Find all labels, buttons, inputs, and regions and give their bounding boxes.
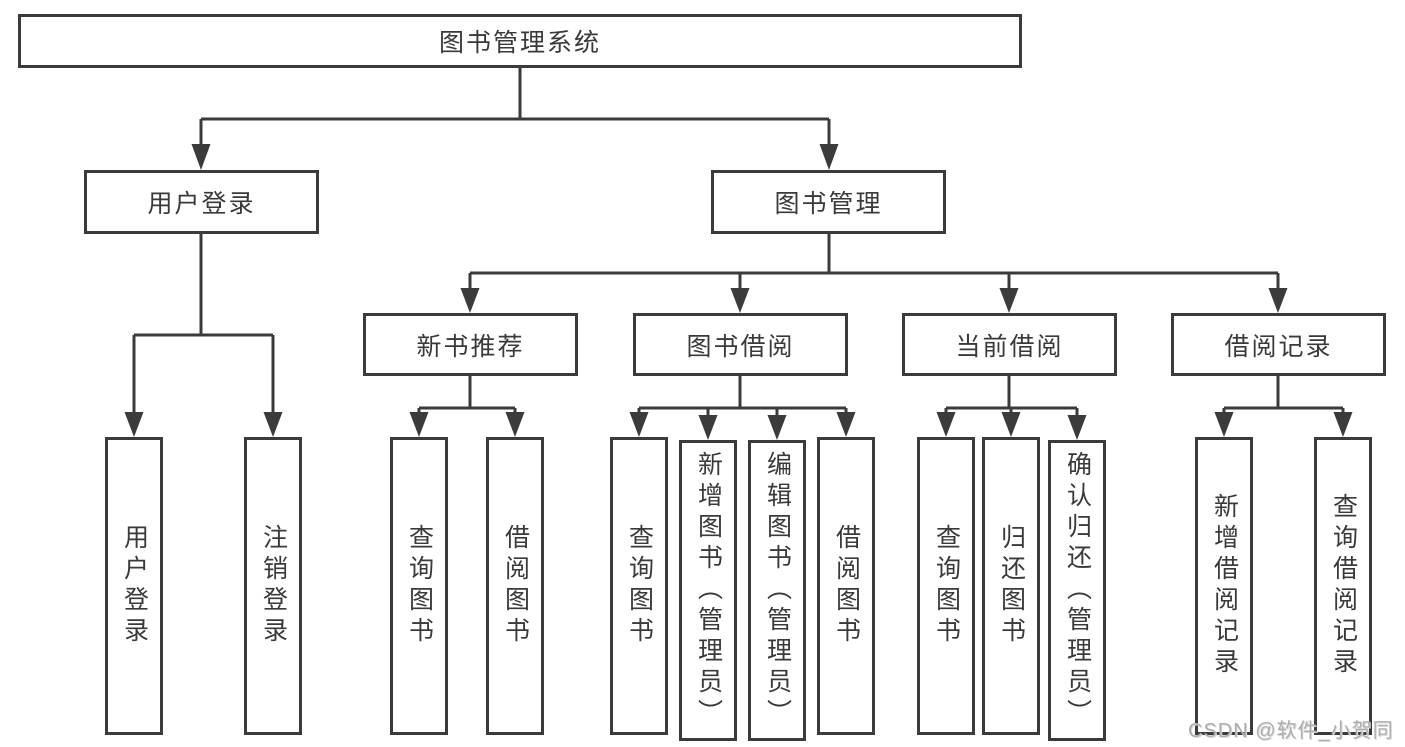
connector-borrow-record-children (1214, 376, 1353, 437)
connector-root-to-level2 (191, 68, 839, 170)
node-borrow-record: 借阅记录 (1171, 313, 1386, 376)
leaf-add-borrow-record: 新增借阅记录 (1195, 437, 1253, 735)
node-book-borrow: 图书借阅 (633, 313, 848, 376)
connector-new-book-rec-children (409, 376, 525, 437)
node-new-book-rec: 新书推荐 (363, 313, 578, 376)
leaf-query-borrow-record: 查询借阅记录 (1314, 437, 1372, 735)
leaf-borrow-book-1: 借阅图书 (486, 437, 544, 735)
connector-book-mgmt-children (460, 234, 1288, 313)
connector-book-borrow-children (629, 376, 856, 440)
connector-current-borrow-children (936, 376, 1087, 440)
leaf-confirm-return: 确认归还（管理员） (1048, 440, 1106, 741)
connector-user-login-children (124, 234, 283, 437)
leaf-query-book-1: 查询图书 (390, 437, 448, 735)
node-user-login: 用户登录 (84, 170, 319, 234)
node-book-mgmt: 图书管理 (711, 170, 946, 234)
leaf-query-book-3: 查询图书 (917, 437, 975, 735)
leaf-user-login: 用户登录 (105, 437, 163, 735)
node-root: 图书管理系统 (18, 14, 1022, 68)
leaf-return-book: 归还图书 (982, 437, 1040, 735)
leaf-edit-book: 编辑图书（管理员） (748, 440, 806, 741)
leaf-borrow-book-2: 借阅图书 (817, 437, 875, 735)
leaf-add-book: 新增图书（管理员） (679, 440, 737, 741)
leaf-logout: 注销登录 (244, 437, 302, 735)
node-current-borrow: 当前借阅 (902, 313, 1117, 376)
leaf-query-book-2: 查询图书 (610, 437, 668, 735)
watermark: CSDN @软件_小贺同学 (1188, 720, 1394, 742)
